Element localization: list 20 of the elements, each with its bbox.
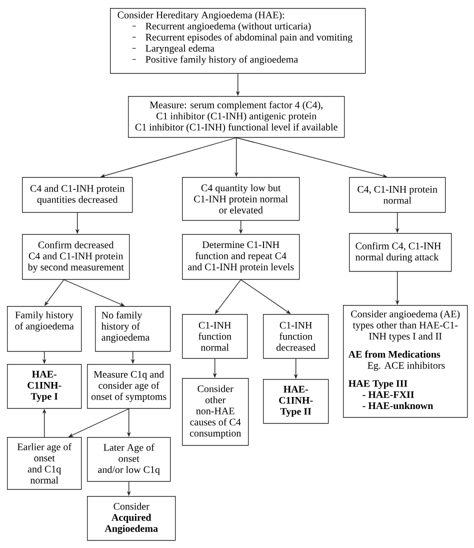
- process-box: Consider Hereditary Angioedema (HAE): Recurrent angioedema (without urticaria) Recurrent episodes of abdominal pain and vomiting Laryngeal edema Positive family history of angioedema: [110, 8, 366, 74]
- process-box: Consider angioedema (AE) types other than HAE-C1-INH types I and II AE from Medications Eg. ACE inhibitors HAE Type III - HAE-FXII - HAE-unknown: [343, 305, 468, 418]
- process-box: C4 and C1-INH protein quantities decreased: [22, 177, 133, 213]
- process-box: Measure C1q and consider age of onset of symptoms: [87, 364, 171, 409]
- process-box: C1-INH function normal: [182, 314, 248, 359]
- process-box: No family history of angioedema: [95, 306, 171, 352]
- process-box: C4, C1-INH protein normal: [349, 177, 446, 213]
- process-box: Confirm decreased C4 and C1-INH protein by second measurement: [22, 234, 130, 280]
- process-box: Confirm C4, C1-INH normal during attack: [349, 233, 452, 272]
- process-box: Determine C1-INH function and repeat C4 and C1-INH protein levels: [182, 234, 300, 280]
- process-box: C4 quantity low but C1-INH protein normal or elevated: [182, 177, 300, 221]
- process-box: Earlier age of onset and C1q normal: [7, 437, 82, 490]
- process-box: Family history of angioedema: [7, 306, 82, 352]
- process-box: Consider Acquired Angioedema: [87, 496, 176, 541]
- process-box: HAE-C1INH-Type I: [7, 364, 82, 409]
- process-box: HAE-C1INH-Type II: [263, 379, 329, 424]
- process-box: C1-INH function decreased: [263, 314, 329, 359]
- process-box: Consider other non-HAE causes of C4 consumption: [182, 378, 249, 446]
- process-box: Measure: serum complement factor 4 (C4), C1 inhibitor (C1-INH) antigenic protein C1 inhibitor (C1-INH) functional level if available: [128, 96, 345, 138]
- process-box: Later Age of onset and/or low C1q: [87, 437, 171, 482]
